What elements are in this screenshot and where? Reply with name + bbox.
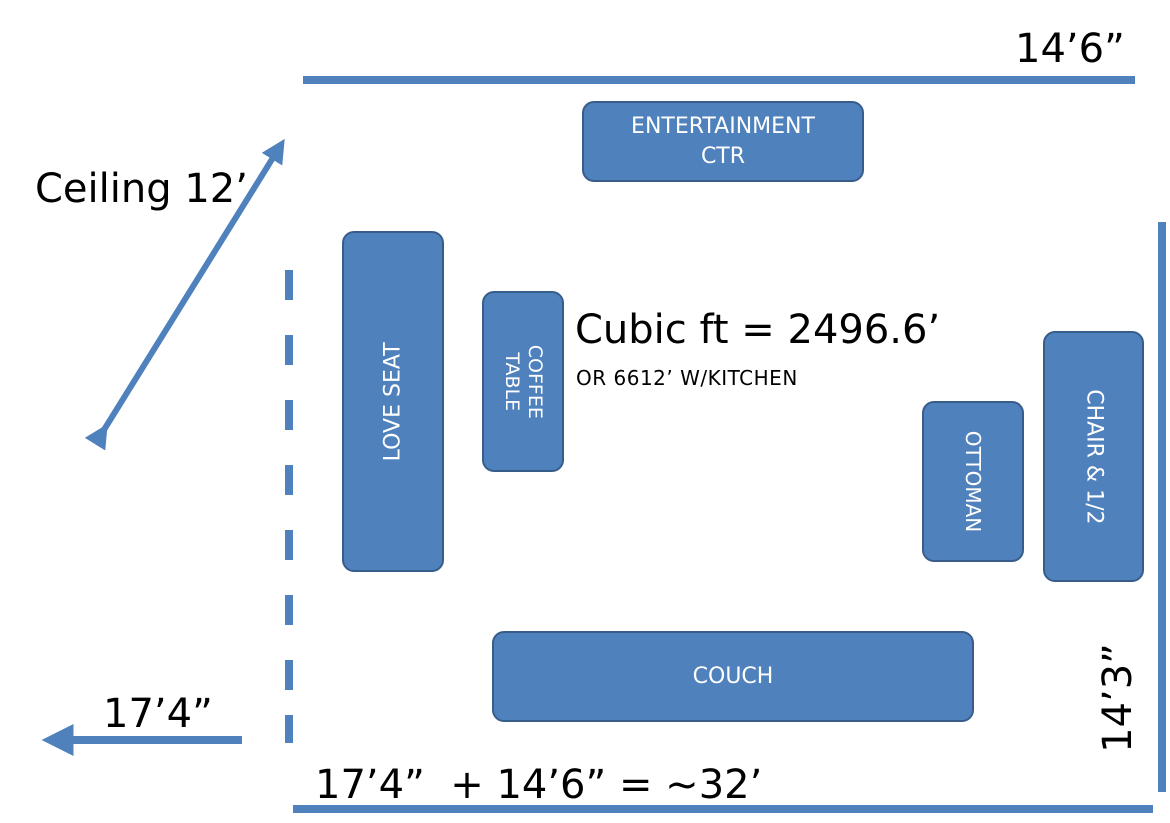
dash-segment xyxy=(285,335,293,365)
dash-segment xyxy=(285,400,293,430)
ottoman: OTTOMAN xyxy=(922,401,1024,562)
cubic-feet-label: Cubic ft = 2496.6’ xyxy=(575,307,941,353)
love-seat: LOVE SEAT xyxy=(342,231,444,572)
dash-segment xyxy=(285,530,293,560)
top-wall xyxy=(303,76,1135,84)
love-seat-label: LOVE SEAT xyxy=(380,342,406,461)
dash-segment xyxy=(285,595,293,625)
bottom-wall xyxy=(293,805,1153,813)
total-length-equation: 17’4” + 14’6” = ~32’ xyxy=(315,762,763,808)
dash-segment xyxy=(285,270,293,300)
chair-and-a-half: CHAIR & 1/2 xyxy=(1043,331,1144,582)
ottoman-label: OTTOMAN xyxy=(961,430,986,533)
right-wall-dimension: 14’3” xyxy=(1093,642,1143,753)
dash-segment xyxy=(285,465,293,495)
ceiling-height-arrow xyxy=(84,138,285,451)
with-kitchen-label: OR 6612’ W/KITCHEN xyxy=(576,366,798,390)
left-opening-dimension: 17’4” xyxy=(103,691,213,737)
right-wall xyxy=(1158,222,1166,792)
ceiling-height-label: Ceiling 12’ xyxy=(35,166,248,212)
top-wall-dimension: 14’6” xyxy=(1015,26,1125,72)
chair-label: CHAIR & 1/2 xyxy=(1081,388,1107,525)
entertainment-center-label: ENTERTAINMENT CTR xyxy=(631,113,815,169)
entertainment-center: ENTERTAINMENT CTR xyxy=(582,101,864,182)
couch-label: COUCH xyxy=(692,663,774,689)
dash-segment xyxy=(285,715,293,743)
dash-segment xyxy=(285,660,293,690)
coffee-table: COFFEE TABLE xyxy=(482,291,564,472)
right-wall-dimension-text: 14’3” xyxy=(1095,642,1141,753)
coffee-table-label: COFFEE TABLE xyxy=(501,344,546,419)
couch: COUCH xyxy=(492,631,974,722)
